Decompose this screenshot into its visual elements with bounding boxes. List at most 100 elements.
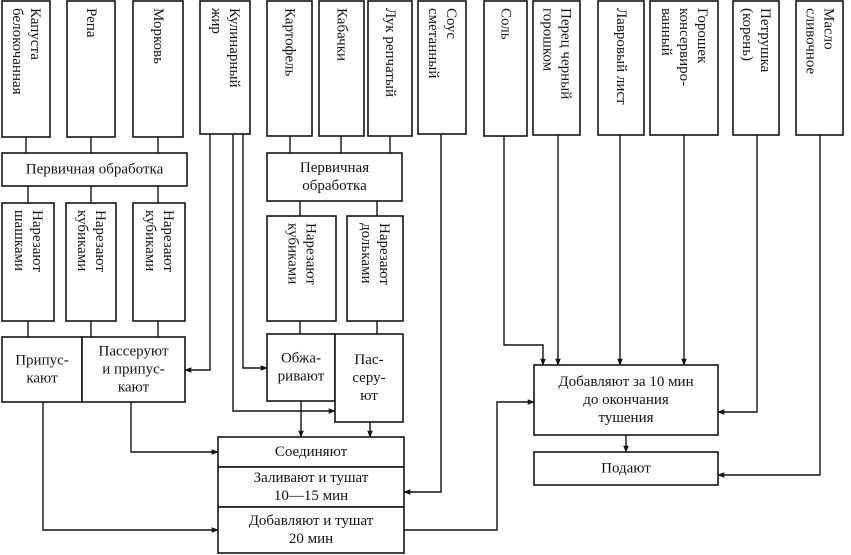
box-frame — [417, 0, 467, 135]
box-label: Нарезаютдольками — [358, 223, 392, 285]
box-frame — [217, 466, 405, 508]
box-label: Пас-серу-ют — [352, 352, 385, 404]
box-frame — [132, 0, 184, 138]
connector-lines — [25, 134, 821, 533]
box-label: Первичная обработка — [26, 162, 164, 178]
box-nar2: Нарезаюткубиками — [65, 202, 117, 322]
box-label: Соединяют — [275, 444, 348, 460]
arrow-fat-to-passer — [184, 134, 211, 373]
box-frame — [483, 0, 528, 137]
box-frame — [649, 0, 719, 136]
box-frame — [1, 0, 51, 138]
box-label: Картофель — [282, 8, 298, 76]
arrow-salt — [503, 135, 546, 366]
box-frame — [199, 0, 251, 135]
box-label: Морковь — [150, 8, 166, 64]
box-frame — [795, 0, 844, 136]
box-label: Соуссметанный — [425, 8, 459, 78]
arrow-parsley — [717, 134, 758, 415]
box-frame — [266, 215, 337, 322]
box-lavr: Лавровый лист — [597, 0, 645, 136]
box-morkov: Морковь — [132, 0, 184, 138]
box-frame — [65, 202, 117, 322]
box-frame — [334, 333, 404, 423]
box-obzh: Обжа-ривают — [266, 333, 336, 402]
box-soed: Соединяют — [217, 436, 405, 468]
box-nar1: Нарезаютшашками — [1, 202, 55, 322]
box-label: Репа — [83, 8, 99, 38]
box-podayut: Подают — [533, 451, 719, 486]
arrow-pripusk-to-add — [42, 402, 219, 533]
box-label: Нарезаютшашками — [11, 210, 45, 272]
box-kartofel: Картофель — [266, 0, 313, 137]
box-label: Горошекконсервиро-ванный — [658, 8, 710, 86]
box-kabachki: Кабачки — [318, 0, 365, 137]
box-frame — [597, 0, 645, 136]
box-label: Нарезаюткубиками — [74, 210, 108, 272]
box-pripusk: Припус-кают — [1, 336, 83, 403]
box-frame — [1, 152, 188, 187]
box-frame — [732, 0, 780, 136]
box-kapusta: Капустабелокочанная — [1, 0, 51, 138]
arrow-sauce-to-stew — [403, 134, 442, 495]
box-label: Кабачки — [334, 8, 350, 61]
box-label: Кулинарныйжир — [208, 7, 242, 88]
box-label: Нарезаюткубиками — [285, 223, 319, 285]
box-frame — [81, 336, 186, 403]
box-obr1: Первичная обработка — [1, 152, 188, 187]
box-label: Припус-кают — [15, 353, 69, 387]
arrow-fat-to-fry — [242, 134, 268, 371]
box-label: Перец черныйгорошком — [540, 8, 574, 99]
box-label: Нарезаюткубиками — [142, 210, 176, 272]
arrow-passer-to-join — [130, 402, 219, 455]
box-repa: Репа — [66, 0, 116, 138]
box-frame — [533, 451, 719, 486]
box-frame — [367, 0, 413, 137]
box-label: Капустабелокочанная — [9, 8, 43, 95]
box-frame — [1, 202, 55, 322]
arrow-butter — [717, 134, 821, 478]
box-label: Лук репчатый — [382, 8, 398, 97]
box-sous: Соуссметанный — [417, 0, 467, 135]
box-perec: Перец черныйгорошком — [532, 0, 581, 136]
box-nar5: Нарезаютдольками — [346, 215, 404, 322]
box-nar4: Нарезаюткубиками — [266, 215, 337, 322]
box-frame — [266, 333, 336, 402]
box-label: Подают — [601, 461, 651, 477]
box-luk: Лук репчатый — [367, 0, 413, 137]
box-label: Соль — [498, 8, 514, 40]
box-sol: Соль — [483, 0, 528, 137]
box-nar3: Нарезаюткубиками — [132, 202, 186, 322]
box-frame — [346, 215, 404, 322]
box-label: Петрушка(корень) — [739, 8, 773, 73]
box-label: Обжа-ривают — [278, 351, 325, 385]
box-frame — [132, 202, 186, 322]
box-frame — [266, 0, 313, 137]
box-petrushka: Петрушка(корень) — [732, 0, 780, 136]
box-frame — [318, 0, 365, 137]
box-label: Маслосливочное — [803, 8, 837, 75]
box-goroshek: Горошекконсервиро-ванный — [649, 0, 719, 136]
box-frame — [217, 506, 405, 554]
box-frame — [1, 336, 83, 403]
box-label: Лавровый лист — [613, 8, 629, 105]
arrow-stew-to-final-add — [404, 399, 535, 531]
box-frame — [533, 364, 719, 436]
box-zhir: Кулинарныйжир — [199, 0, 251, 135]
box-frame — [266, 152, 403, 202]
box-frame — [532, 0, 581, 136]
box-passer2: Пас-серу-ют — [334, 333, 404, 423]
box-maslo: Маслосливочное — [795, 0, 844, 136]
